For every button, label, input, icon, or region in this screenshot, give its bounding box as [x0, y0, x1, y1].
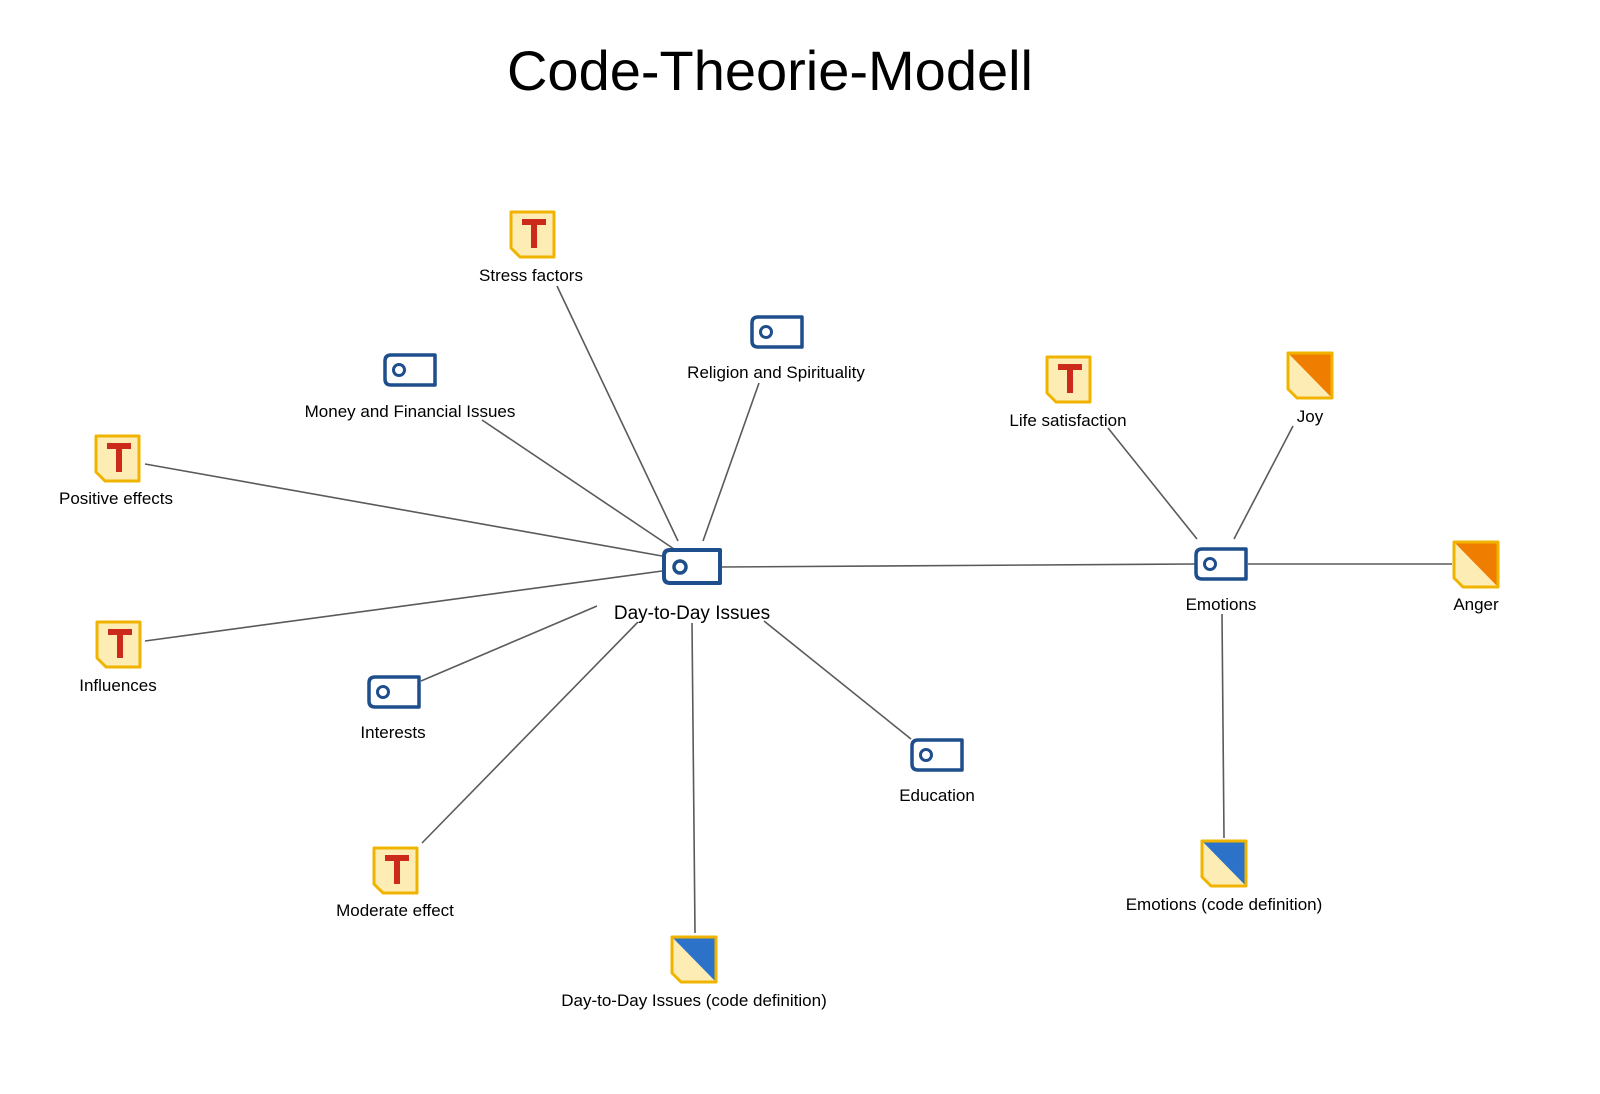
theory-memo-icon — [1045, 355, 1092, 404]
edge-day-to-day-stress — [556, 285, 679, 542]
edge-emotions-life — [1107, 427, 1198, 540]
code-definition-memo-icon — [670, 935, 718, 984]
node-emotions-code-definition[interactable]: Emotions (code definition) — [1126, 839, 1323, 914]
edge-emotions-joy — [1233, 425, 1294, 540]
edge-day-to-day-positive — [144, 463, 663, 557]
edge-day-to-day-influences — [144, 570, 663, 642]
node-label: Religion and Spirituality — [687, 363, 865, 382]
edges — [144, 285, 1452, 934]
edge-emotions-definition — [1221, 613, 1225, 839]
node-money-financial-issues[interactable]: Money and Financial Issues — [305, 353, 516, 421]
code-icon — [383, 353, 437, 387]
node-emotions[interactable]: Emotions — [1186, 547, 1257, 614]
node-label: Moderate effect — [336, 901, 454, 920]
node-label: Day-to-Day Issues (code definition) — [561, 991, 827, 1010]
node-life-satisfaction[interactable]: Life satisfaction — [1009, 355, 1127, 430]
node-label: Emotions — [1186, 595, 1257, 614]
node-label: Education — [899, 786, 975, 805]
node-religion-spirituality[interactable]: Religion and Spirituality — [687, 315, 865, 382]
code-icon — [367, 675, 421, 709]
node-moderate-effect[interactable]: Moderate effect — [336, 846, 454, 920]
node-day-to-day-issues[interactable]: Day-to-Day Issues — [614, 548, 770, 624]
edge-day-to-day-definition — [691, 622, 696, 934]
node-anger[interactable]: Anger — [1452, 540, 1500, 614]
node-stress-factors[interactable]: Stress factors — [479, 210, 583, 285]
node-label: Influences — [79, 676, 157, 695]
node-label: Emotions (code definition) — [1126, 895, 1323, 914]
node-positive-effects[interactable]: Positive effects — [59, 434, 173, 508]
code-memo-icon — [1452, 540, 1500, 589]
edge-day-to-day-education — [763, 620, 912, 740]
theory-memo-icon — [509, 210, 556, 259]
node-label: Interests — [360, 723, 425, 742]
node-label: Anger — [1453, 595, 1499, 614]
theory-memo-icon — [95, 620, 142, 669]
code-icon — [1194, 547, 1248, 581]
edge-day-to-day-emotions — [721, 563, 1196, 568]
node-education[interactable]: Education — [899, 738, 975, 805]
code-icon — [910, 738, 964, 772]
node-label: Life satisfaction — [1009, 411, 1126, 430]
node-interests[interactable]: Interests — [360, 675, 426, 742]
node-label: Positive effects — [59, 489, 173, 508]
node-label: Stress factors — [479, 266, 583, 285]
node-label: Day-to-Day Issues — [614, 603, 770, 624]
code-memo-icon — [1286, 351, 1334, 400]
page-title: Code-Theorie-Modell — [506, 39, 1033, 102]
theory-memo-icon — [94, 434, 141, 483]
node-day-to-day-code-definition[interactable]: Day-to-Day Issues (code definition) — [561, 935, 827, 1010]
node-joy[interactable]: Joy — [1286, 351, 1334, 426]
edge-day-to-day-interests — [420, 605, 598, 682]
edge-day-to-day-religion — [702, 382, 760, 542]
node-label: Joy — [1297, 407, 1324, 426]
node-influences[interactable]: Influences — [79, 620, 157, 695]
edge-day-to-day-moderate — [421, 621, 639, 844]
theory-memo-icon — [372, 846, 419, 895]
node-label: Money and Financial Issues — [305, 402, 516, 421]
code-definition-memo-icon — [1200, 839, 1248, 888]
edge-day-to-day-money — [481, 419, 675, 550]
code-icon — [750, 315, 804, 349]
code-icon — [662, 548, 722, 585]
